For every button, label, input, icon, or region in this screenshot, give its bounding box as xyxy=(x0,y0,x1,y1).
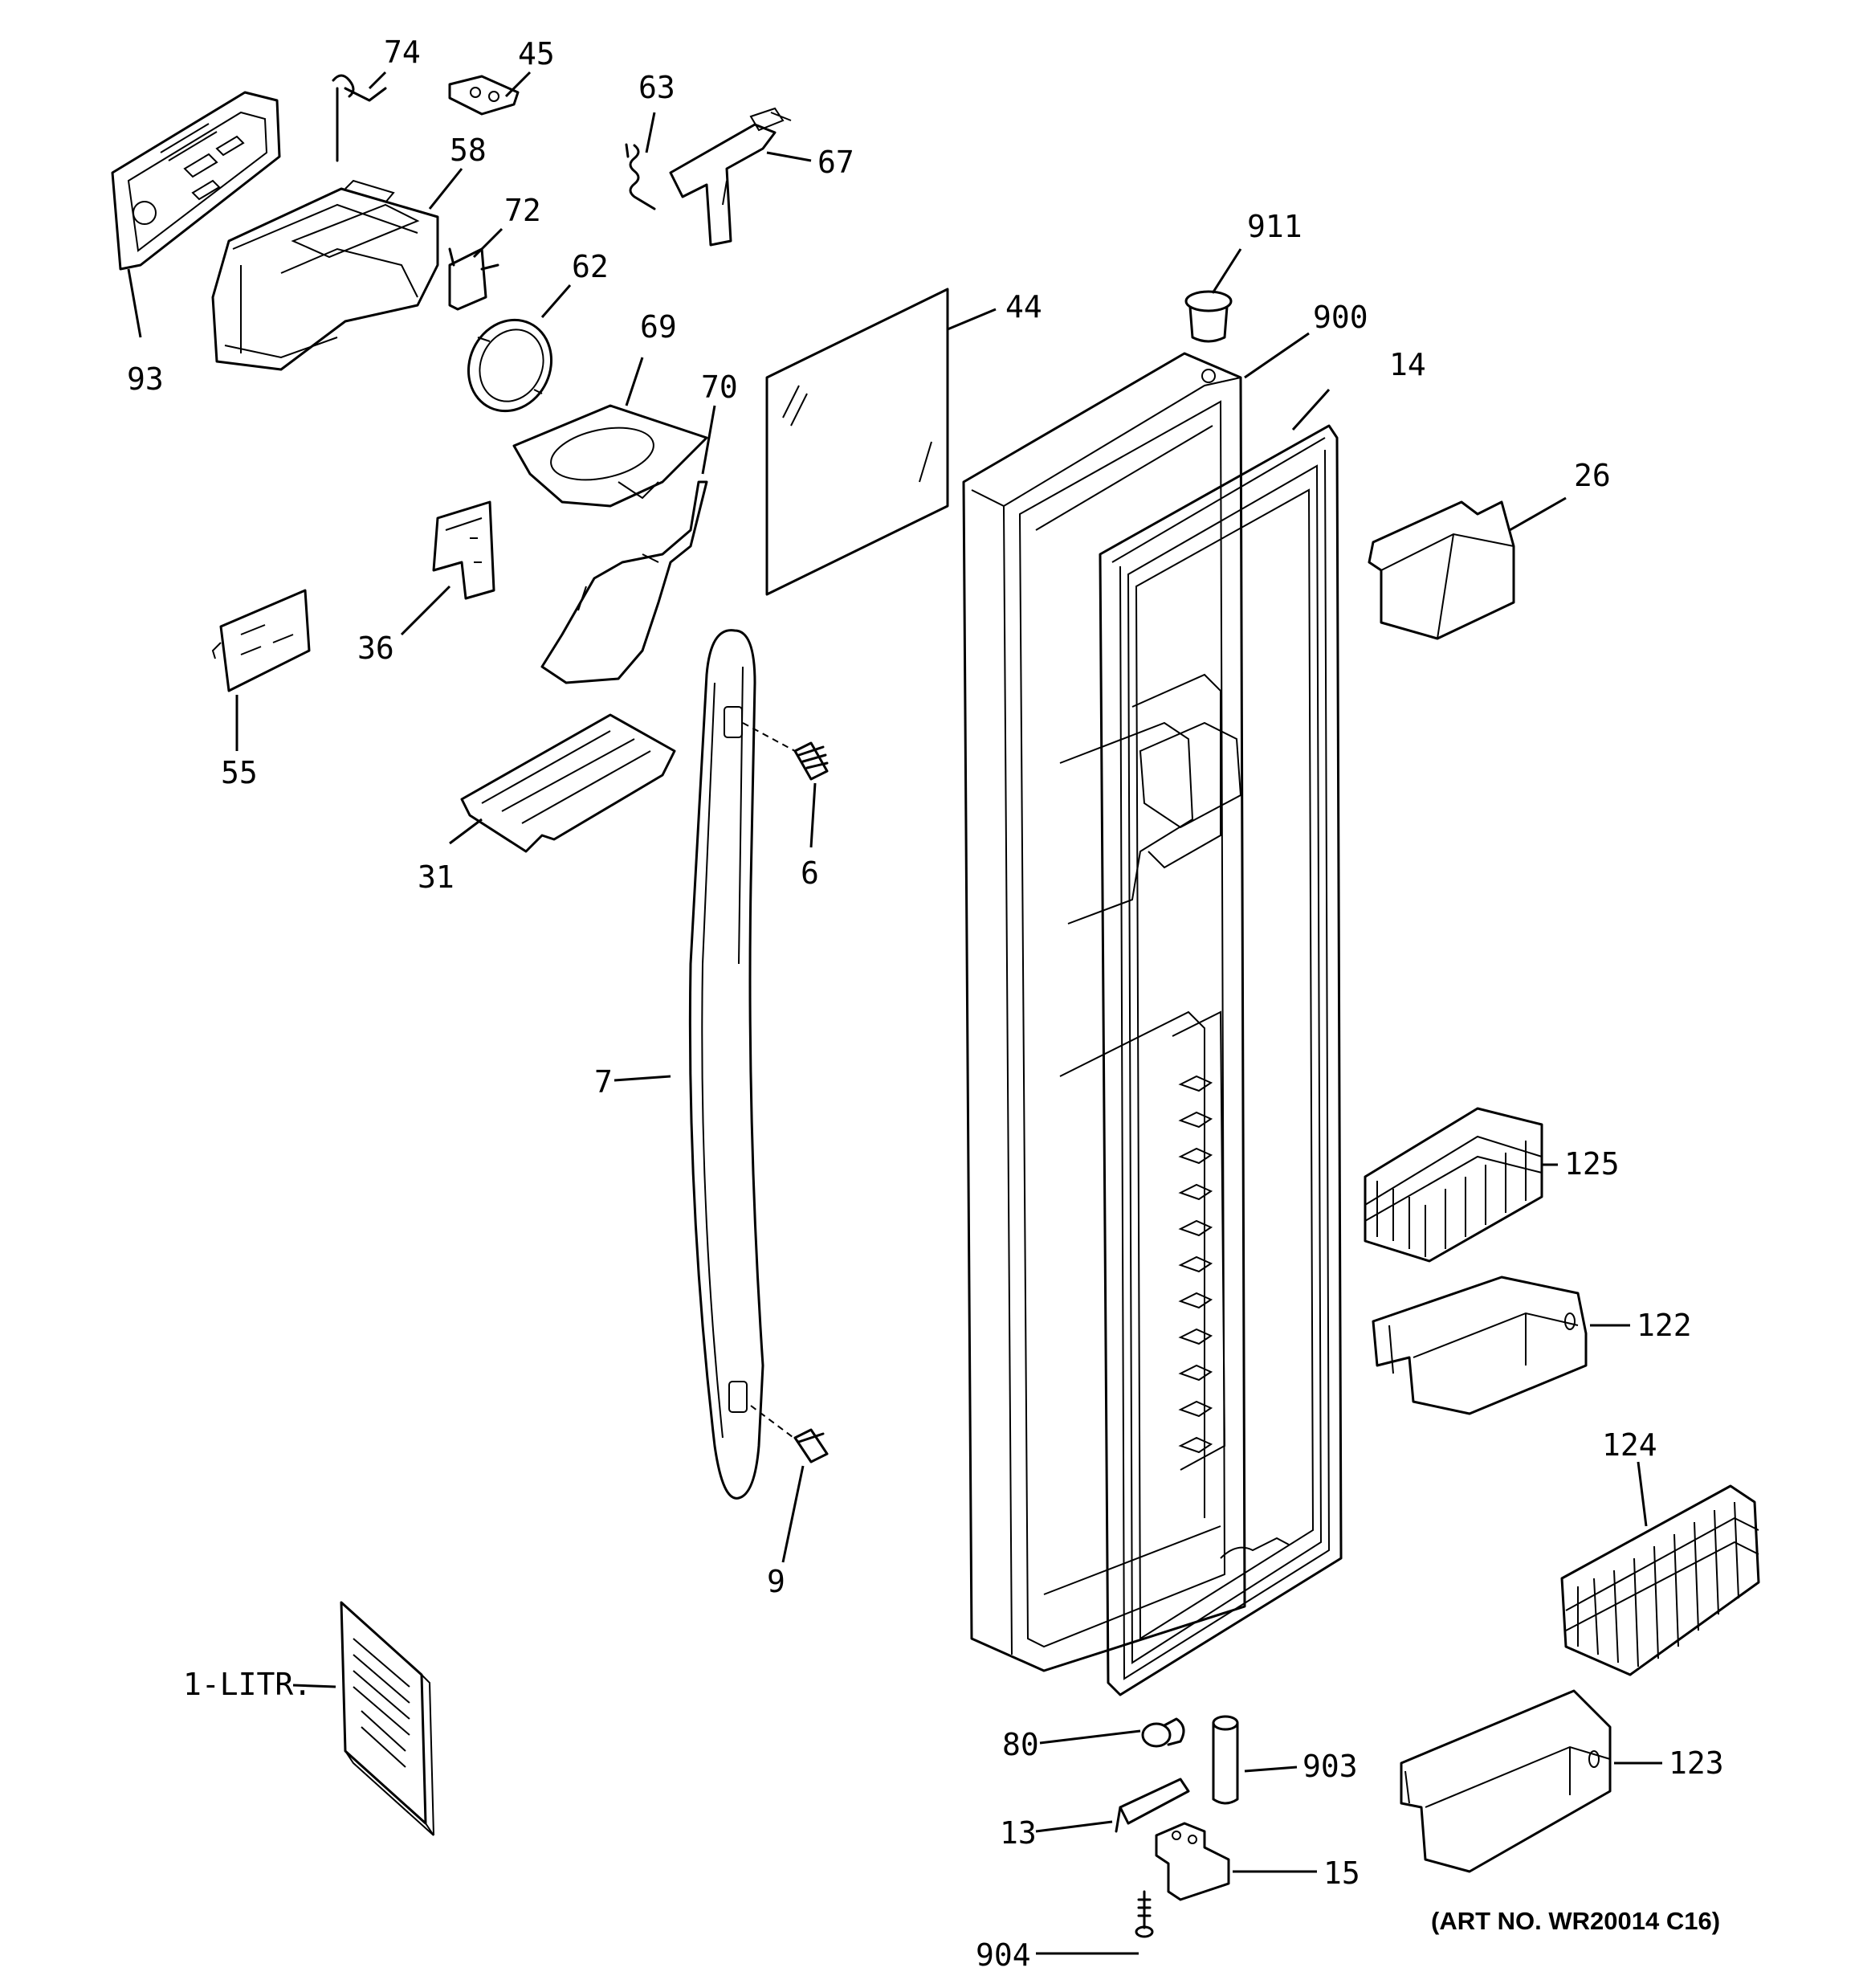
label-13: 13 xyxy=(1000,1815,1037,1851)
label-14: 14 xyxy=(1389,347,1426,382)
label-72: 72 xyxy=(504,193,541,228)
part-58-dispenser-housing xyxy=(211,179,439,371)
label-31: 31 xyxy=(418,859,455,895)
label-69: 69 xyxy=(640,309,677,345)
part-1-literature xyxy=(340,1601,434,1836)
label-7: 7 xyxy=(594,1064,613,1100)
part-80-plug xyxy=(1141,1717,1185,1748)
part-124-wire-rack xyxy=(1560,1484,1760,1676)
leader-lines xyxy=(127,71,1662,1955)
part-26-bin xyxy=(1368,500,1515,640)
label-26: 26 xyxy=(1574,458,1611,493)
label-70: 70 xyxy=(701,369,738,405)
label-9: 9 xyxy=(767,1564,785,1599)
label-93: 93 xyxy=(127,361,164,397)
part-7-handle xyxy=(688,629,764,1500)
part-9-stud xyxy=(793,1428,829,1463)
part-31-drip-tray xyxy=(460,713,676,853)
label-1-litr: 1-LITR. xyxy=(183,1667,312,1702)
part-63-spring xyxy=(625,143,656,210)
part-911-cap xyxy=(1184,290,1233,343)
label-125: 125 xyxy=(1564,1146,1620,1182)
part-62-ring xyxy=(467,318,553,413)
part-903-bushing xyxy=(1212,1715,1239,1805)
label-904: 904 xyxy=(976,1937,1031,1973)
label-15: 15 xyxy=(1323,1855,1360,1891)
label-122: 122 xyxy=(1637,1308,1692,1343)
part-14-gasket xyxy=(1099,424,1343,1696)
part-72-switch xyxy=(448,247,499,311)
label-62: 62 xyxy=(572,249,609,284)
label-6: 6 xyxy=(801,855,819,891)
part-70-door-arm xyxy=(540,480,708,684)
art-number: (ART NO. WR20014 C16) xyxy=(1431,1907,1720,1935)
label-45: 45 xyxy=(518,36,555,71)
part-123-bin xyxy=(1400,1689,1612,1873)
part-93-control-panel xyxy=(111,91,281,271)
part-904-screw xyxy=(1135,1890,1154,1938)
label-74: 74 xyxy=(384,35,421,70)
label-58: 58 xyxy=(450,133,487,168)
label-80: 80 xyxy=(1002,1727,1039,1762)
part-122-bin xyxy=(1372,1276,1588,1415)
part-45-bracket xyxy=(448,75,520,116)
part-67-solenoid-arm xyxy=(669,107,792,247)
label-44: 44 xyxy=(1005,289,1042,325)
part-44-panel xyxy=(765,288,949,596)
part-14-bin-clips xyxy=(1178,1075,1290,1559)
part-13-shim xyxy=(1115,1778,1190,1833)
part-69-chute-cup xyxy=(512,404,708,508)
part-74-spring xyxy=(332,74,387,162)
label-67: 67 xyxy=(817,145,854,180)
callout-labels: 74 45 63 67 58 72 62 93 69 70 44 911 900… xyxy=(127,35,1724,1973)
label-124: 124 xyxy=(1602,1427,1657,1463)
part-36-bracket xyxy=(432,500,495,600)
part-15-hinge xyxy=(1155,1822,1230,1901)
label-63: 63 xyxy=(638,70,675,105)
label-903: 903 xyxy=(1302,1749,1358,1784)
label-911: 911 xyxy=(1247,209,1302,244)
label-900: 900 xyxy=(1313,300,1368,335)
label-55: 55 xyxy=(221,755,258,790)
part-125-wire-rack xyxy=(1364,1107,1543,1263)
label-36: 36 xyxy=(357,631,394,666)
part-55-board xyxy=(211,589,311,692)
part-6-stud xyxy=(793,741,829,781)
label-123: 123 xyxy=(1669,1745,1724,1781)
part-900-door-shell xyxy=(962,352,1246,1672)
